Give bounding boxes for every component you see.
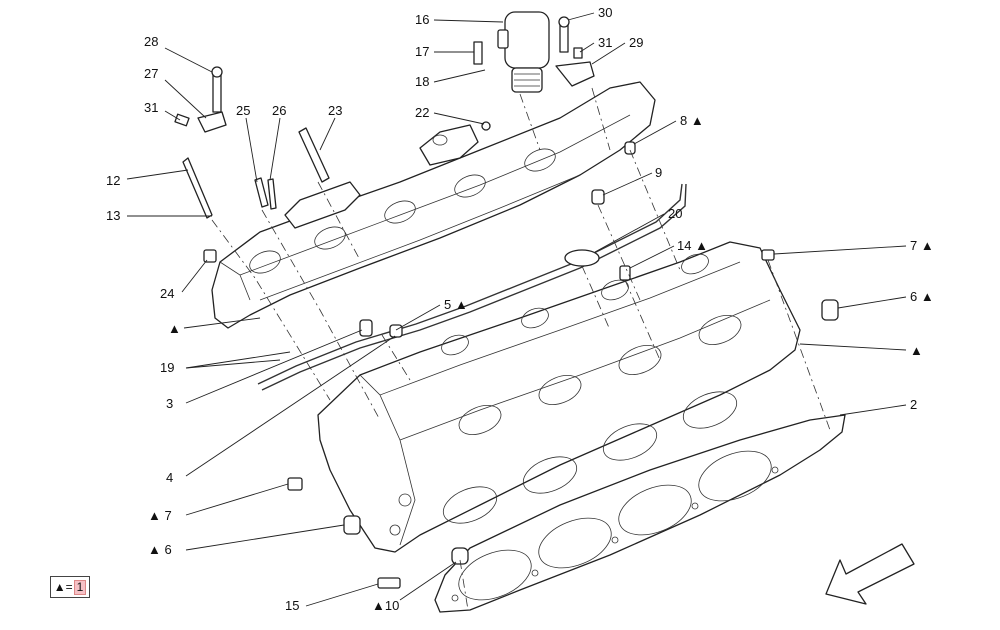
stud-26	[267, 178, 277, 210]
dowel-5	[389, 324, 403, 338]
label-12: 12	[106, 173, 120, 188]
label-27: 27	[144, 66, 158, 81]
plug-7r	[761, 249, 775, 261]
callout-labels: 28 27 31 25 26 23 12 13 24 16 17 18 22 3…	[106, 5, 934, 613]
label-23: 23	[328, 103, 342, 118]
label-17: 17	[415, 44, 429, 59]
plug-7l	[287, 477, 303, 491]
head-gasket	[434, 414, 846, 613]
stud-25	[254, 177, 269, 208]
legend-equals: =	[65, 580, 73, 594]
label-30: 30	[598, 5, 612, 20]
bracket-29	[555, 61, 595, 87]
label-28: 28	[144, 34, 158, 49]
camshaft-carrier	[211, 81, 656, 329]
plug-10	[451, 547, 469, 565]
label-4: 4	[166, 470, 173, 485]
label-22: 22	[415, 105, 429, 120]
label-9: 9	[655, 165, 662, 180]
legend-triangle: ▲	[53, 580, 66, 594]
label-triangle-left: ▲	[168, 321, 181, 336]
label-6-right: 6 ▲	[910, 289, 934, 304]
direction-arrow-icon	[825, 543, 915, 605]
bolt-31b	[573, 47, 583, 59]
label-31-left: 31	[144, 100, 158, 115]
plug-22	[481, 121, 491, 131]
label-25: 25	[236, 103, 250, 118]
bolt-23	[298, 127, 330, 183]
label-3: 3	[166, 396, 173, 411]
bolt-17	[473, 41, 483, 65]
plug-6l	[343, 515, 361, 535]
plug-24	[203, 249, 217, 263]
label-7-left: ▲ 7	[148, 508, 172, 523]
label-29: 29	[629, 35, 643, 50]
leader-lines	[126, 12, 907, 607]
label-19: 19	[160, 360, 174, 375]
label-triangle-right: ▲	[910, 343, 923, 358]
bolt-31a	[174, 113, 190, 127]
label-7-right: 7 ▲	[910, 238, 934, 253]
label-10: ▲10	[372, 598, 399, 613]
cylinder-head-block	[317, 241, 801, 553]
label-8: 8 ▲	[680, 113, 704, 128]
bolt-12	[182, 157, 213, 219]
pin-14	[619, 265, 631, 281]
label-31-right: 31	[598, 35, 612, 50]
label-16: 16	[415, 12, 429, 27]
cover-gasket	[257, 183, 687, 391]
alignment-lines	[211, 87, 831, 611]
bush-9	[591, 189, 605, 205]
dowel-3	[359, 319, 373, 337]
label-18: 18	[415, 74, 429, 89]
label-15: 15	[285, 598, 299, 613]
label-20: 20	[668, 206, 682, 221]
fasteners	[174, 16, 839, 589]
plug-8	[624, 141, 636, 155]
label-5: 5 ▲	[444, 297, 468, 312]
solenoid-valve	[497, 11, 550, 93]
oring-20	[564, 249, 600, 267]
label-24: 24	[160, 286, 174, 301]
label-26: 26	[272, 103, 286, 118]
legend-value: 1	[73, 579, 87, 595]
label-13: 13	[106, 208, 120, 223]
label-6-left: ▲ 6	[148, 542, 172, 557]
stud-28	[212, 71, 222, 113]
legend-box: ▲ = 1	[50, 576, 90, 598]
label-14: 14 ▲	[677, 238, 708, 253]
stud-15	[377, 577, 401, 589]
label-2: 2	[910, 397, 917, 412]
plug-6r	[821, 299, 839, 321]
